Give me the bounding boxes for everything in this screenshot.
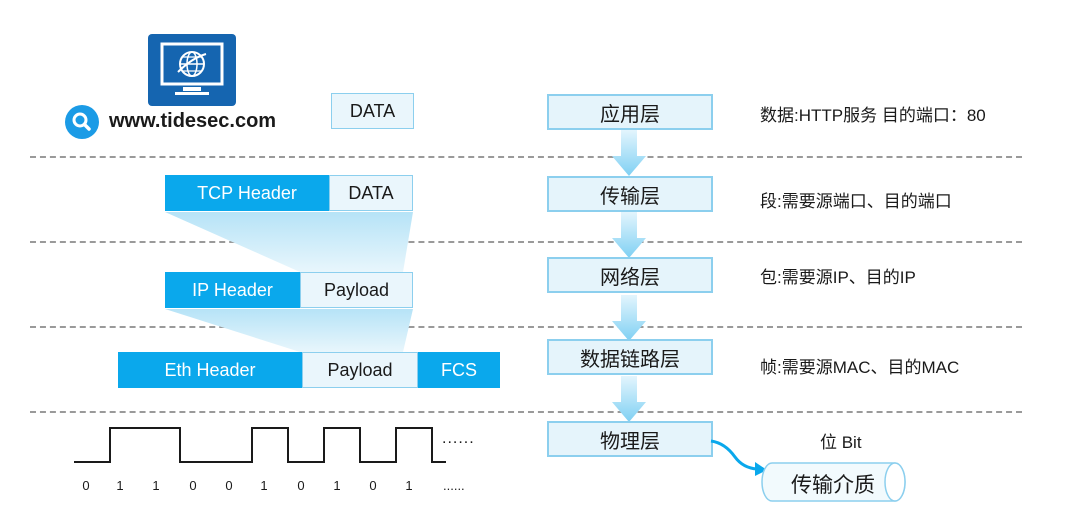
separator-line: [30, 241, 1022, 243]
layer-physical: 物理层: [547, 421, 713, 457]
desc-network: 包:需要源IP、目的IP: [760, 268, 916, 287]
eth-fcs-box: FCS: [418, 352, 500, 388]
wave-ellipsis: ......: [442, 430, 475, 447]
eth-payload-box: Payload: [302, 352, 418, 388]
bit-value: 1: [405, 478, 413, 493]
layer-transport: 传输层: [547, 176, 713, 212]
arrow-down-icon: [612, 295, 646, 341]
monitor-globe-icon: [148, 34, 236, 106]
bit-waveform: [74, 427, 446, 463]
transmission-medium-label: 传输介质: [791, 474, 875, 497]
bit-value: 1: [116, 478, 124, 493]
separator-line: [30, 156, 1022, 158]
arrow-down-icon: [612, 212, 646, 258]
eth-header-box: Eth Header: [118, 352, 302, 388]
arrow-down-icon: [612, 376, 646, 422]
separator-line: [30, 411, 1022, 413]
bit-value: 1: [260, 478, 268, 493]
app-data-box: DATA: [331, 93, 414, 129]
bit-value: 0: [225, 478, 233, 493]
bit-value: 0: [369, 478, 377, 493]
curved-arrow-icon: [710, 439, 767, 476]
tcp-data-box: DATA: [329, 175, 413, 211]
bit-value: 1: [333, 478, 341, 493]
bit-value: 1: [152, 478, 160, 493]
bit-value: 0: [297, 478, 305, 493]
arrow-down-icon: [612, 130, 646, 176]
separator-line: [30, 326, 1022, 328]
tcp-header-box: TCP Header: [165, 175, 329, 211]
ip-header-box: IP Header: [165, 272, 300, 308]
desc-transport: 段:需要源端口、目的端口: [760, 192, 952, 211]
layer-application: 应用层: [547, 94, 713, 130]
layer-network: 网络层: [547, 257, 713, 293]
website-url: www.tidesec.com: [109, 110, 277, 132]
search-icon: [65, 105, 99, 139]
desc-physical: 位 Bit: [820, 433, 862, 452]
bits-ellipsis: ......: [443, 478, 465, 493]
funnel-ip-to-eth: [165, 309, 413, 352]
bit-value: 0: [82, 478, 90, 493]
bit-value: 0: [189, 478, 197, 493]
transmission-medium-cylinder: [761, 462, 906, 502]
desc-application: 数据:HTTP服务 目的端口：80: [760, 106, 986, 125]
funnel-tcp-to-ip: [165, 212, 413, 272]
layer-data-link: 数据链路层: [547, 339, 713, 375]
ip-payload-box: Payload: [300, 272, 413, 308]
desc-data-link: 帧:需要源MAC、目的MAC: [760, 358, 960, 377]
